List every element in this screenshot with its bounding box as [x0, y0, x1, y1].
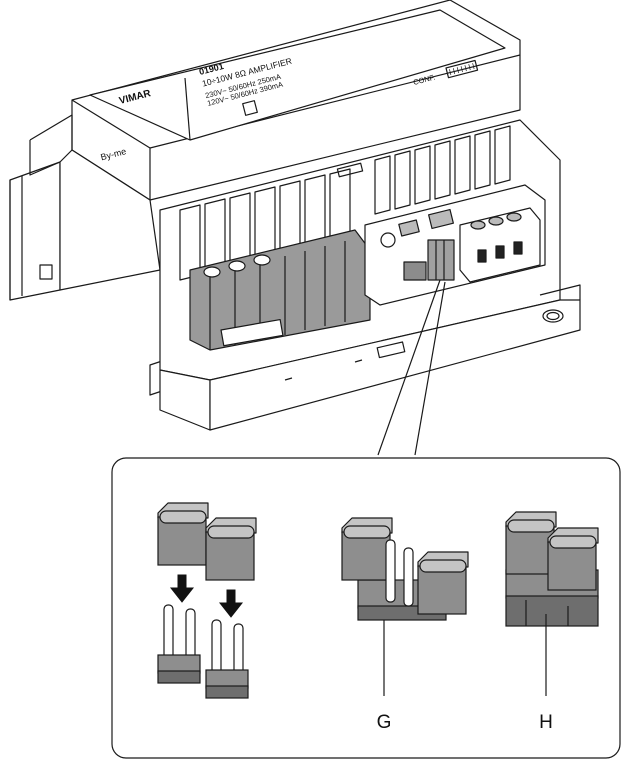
din-module: VIMAR By-me 01901 10÷10W 8Ω AMPLIFIER 23… — [9, 0, 581, 456]
jumper-cap-g1 — [341, 517, 393, 581]
conf-slot — [445, 59, 479, 79]
callout-lines — [377, 279, 446, 456]
jumper-insert-illustration — [157, 502, 257, 699]
base-left — [159, 369, 211, 431]
jumper-cap-2 — [205, 517, 257, 581]
header-pins-1 — [157, 604, 201, 684]
clip-slot — [39, 264, 53, 280]
terminal-block-left — [189, 229, 371, 351]
jumper-cap-h2 — [547, 527, 599, 591]
jumper-position-g: G — [341, 517, 469, 733]
terminal-block-right — [459, 207, 541, 283]
base-front — [209, 299, 581, 431]
detail-box — [111, 457, 621, 759]
side-face-left — [59, 149, 161, 291]
jumper-cap-g2 — [417, 551, 469, 615]
led-window — [242, 100, 258, 116]
jumper-position-h: H — [505, 511, 599, 733]
board-component — [403, 261, 427, 281]
exposed-pin — [385, 539, 396, 603]
label-g: G — [377, 712, 392, 733]
arrow-down-icon — [218, 589, 244, 618]
exposed-pin — [403, 547, 414, 607]
vent-fins-right — [374, 125, 511, 215]
label-h: H — [539, 712, 553, 733]
mount-hole — [542, 309, 564, 323]
arrow-down-icon — [169, 574, 195, 603]
base-slot — [376, 341, 406, 359]
conf-jumper-header — [427, 239, 455, 281]
label-plate — [89, 9, 506, 141]
header-pins-2 — [205, 619, 249, 699]
jumper-cap-1 — [157, 502, 209, 566]
